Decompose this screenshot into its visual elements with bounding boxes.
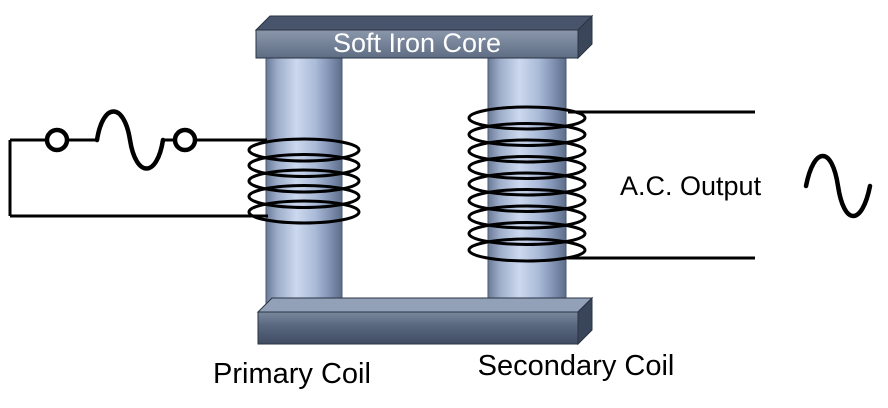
secondary-limb <box>487 53 567 315</box>
primary-coil-loop <box>247 168 361 194</box>
terminal-right-icon <box>172 127 198 153</box>
secondary-coil <box>467 105 587 263</box>
primary-coil-label: Primary Coil <box>213 358 371 390</box>
bottom-bar-top-face <box>256 297 594 313</box>
primary-coil <box>247 137 361 225</box>
ac-source-circuit <box>8 109 268 218</box>
ac-source-sine-icon <box>94 109 166 171</box>
secondary-coil-label: Secondary Coil <box>478 350 675 382</box>
soft-iron-core-label: Soft Iron Core <box>333 28 501 58</box>
terminal-left-icon <box>44 127 70 153</box>
ac-output-sine-icon <box>803 153 873 219</box>
soft-iron-core-bottom-bar <box>256 296 594 346</box>
ac-output-circuit: A.C. Output <box>568 110 873 260</box>
secondary-limb-column <box>487 53 567 315</box>
bottom-bar-front-face <box>257 311 579 345</box>
secondary-coil-loop <box>467 237 587 263</box>
secondary-coil-loop <box>467 105 587 131</box>
secondary-coil-loop <box>467 138 587 164</box>
secondary-coil-loop <box>467 155 587 180</box>
primary-coil-loop <box>247 137 361 163</box>
top-bar-front-face <box>255 29 579 59</box>
secondary-coil-loop <box>467 204 587 230</box>
primary-coil-loop <box>247 184 361 209</box>
secondary-coil-loop <box>467 122 587 147</box>
ac-output-label: A.C. Output <box>620 171 762 201</box>
primary-coil-loop <box>247 199 361 225</box>
secondary-coil-loop <box>467 221 587 246</box>
primary-coil-loop <box>247 153 361 178</box>
secondary-coil-loop <box>467 171 587 197</box>
secondary-coil-loop <box>467 188 587 213</box>
soft-iron-core-top-bar: Soft Iron Core <box>254 14 594 60</box>
